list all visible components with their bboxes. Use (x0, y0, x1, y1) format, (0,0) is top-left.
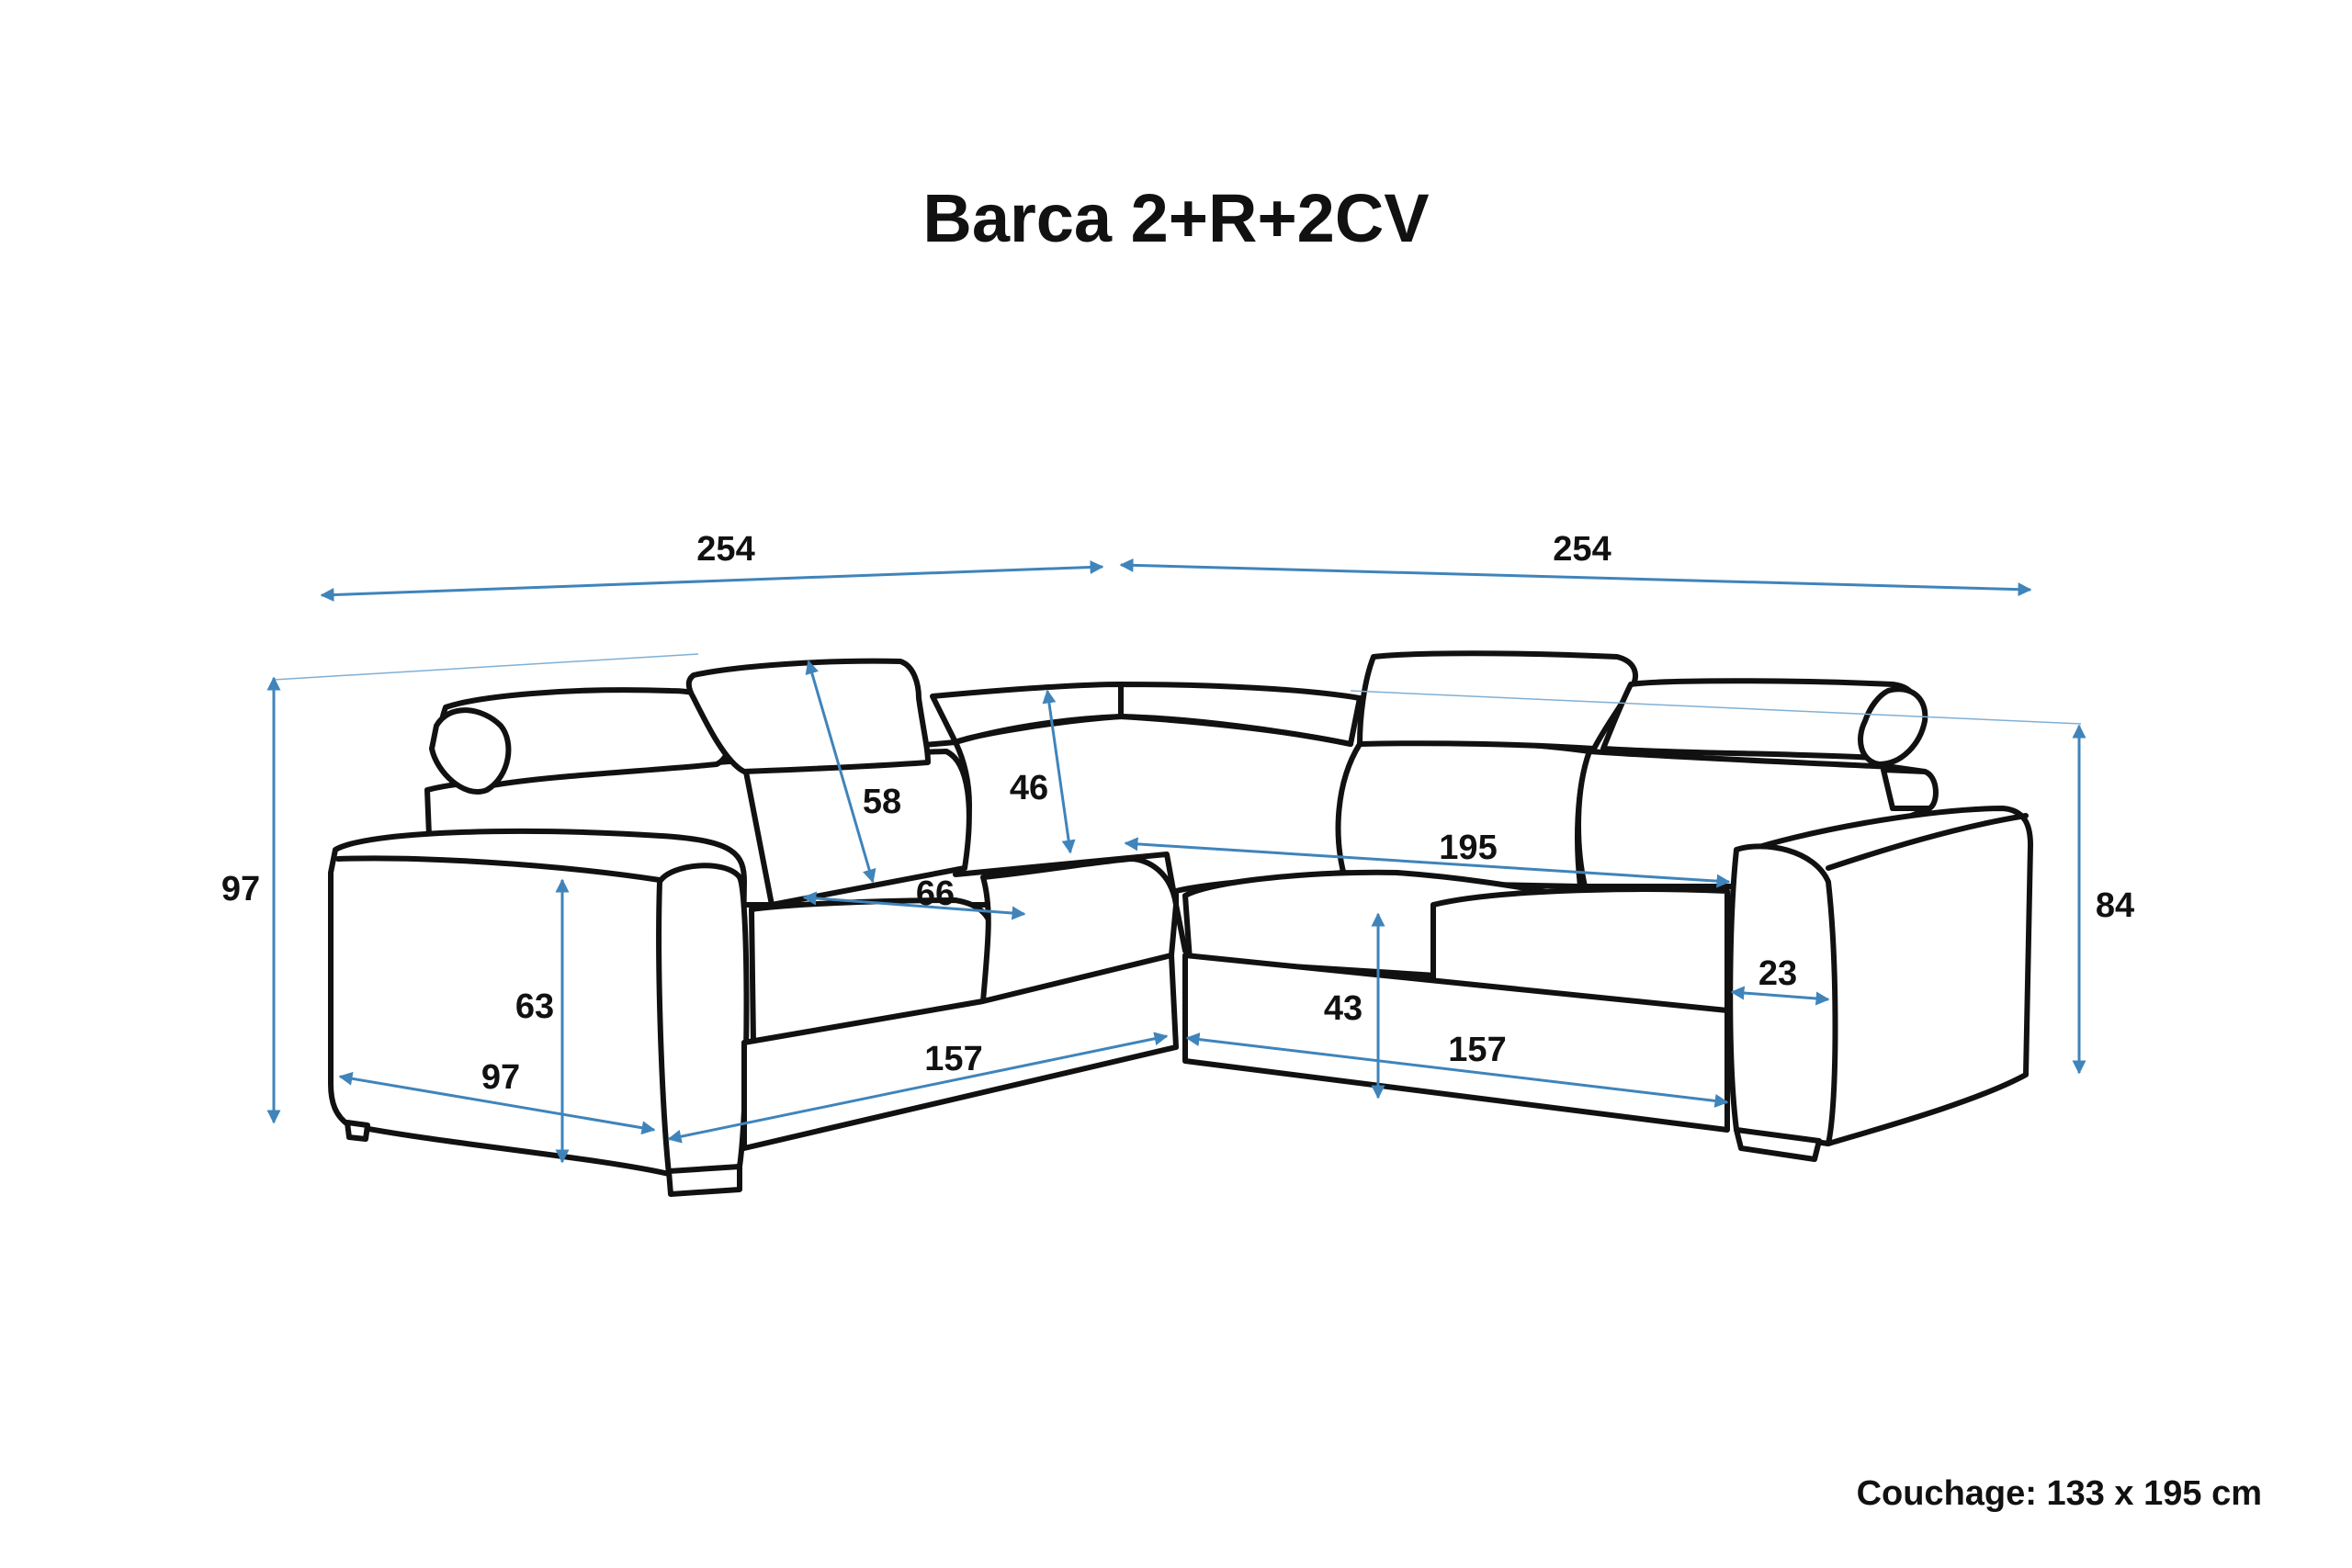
back-top-left (930, 682, 1124, 745)
right-back-strip (1881, 767, 1939, 811)
dim-line-bed-length (1124, 837, 1731, 888)
dim-line-headrest (805, 660, 876, 884)
dim-line-arm-width (1730, 986, 1830, 1006)
label-right-width: 254 (1553, 530, 1611, 569)
headrest-left-roll (429, 707, 512, 795)
label-arm-depth: 97 (481, 1058, 520, 1097)
label-right-seat-length: 157 (1448, 1031, 1506, 1069)
label-left-seat-length: 157 (924, 1040, 982, 1078)
dim-line-seat-depth (802, 891, 1026, 920)
dimension-lines (266, 558, 2086, 1164)
dimension-labels: 254 254 97 84 58 46 66 195 63 97 157 157… (221, 530, 2134, 1097)
dim-line-left-seat-length (667, 1032, 1169, 1144)
label-bed-length: 195 (1439, 829, 1497, 867)
back-top-right (1118, 682, 1363, 747)
diagram-title: Barca 2+R+2CV (922, 180, 1430, 256)
right-seat-cushion-2 (1430, 886, 1730, 1013)
label-backrest-height: 46 (1010, 769, 1048, 807)
extension-lines (273, 653, 2082, 725)
right-leg (1734, 1127, 1822, 1162)
label-arm-height: 63 (515, 987, 554, 1026)
label-height-left: 97 (221, 870, 260, 908)
headrest-right-1 (1357, 650, 1638, 751)
dim-line-backrest (1042, 689, 1076, 854)
sleeping-area-note: Couchage: 133 x 195 cm (1856, 1474, 2262, 1513)
left-leg-front (666, 1164, 742, 1197)
sofa-outline (328, 650, 2033, 1197)
label-headrest-height: 58 (863, 783, 901, 821)
label-seat-height: 43 (1324, 989, 1363, 1028)
dim-line-right-width (1119, 558, 2032, 597)
label-arm-width: 23 (1758, 954, 1797, 993)
headrest-right-roll (1858, 686, 1928, 767)
label-left-width: 254 (696, 530, 754, 569)
dim-line-arm-depth (338, 1071, 656, 1135)
headrest-left-2 (685, 658, 931, 774)
left-leg-back (345, 1120, 370, 1142)
dim-line-left-width (320, 559, 1104, 603)
dim-line-right-seat-length (1185, 1032, 1729, 1108)
label-seat-depth: 66 (916, 874, 955, 913)
label-height-right: 84 (2096, 886, 2134, 925)
left-arm-front (656, 863, 750, 1177)
